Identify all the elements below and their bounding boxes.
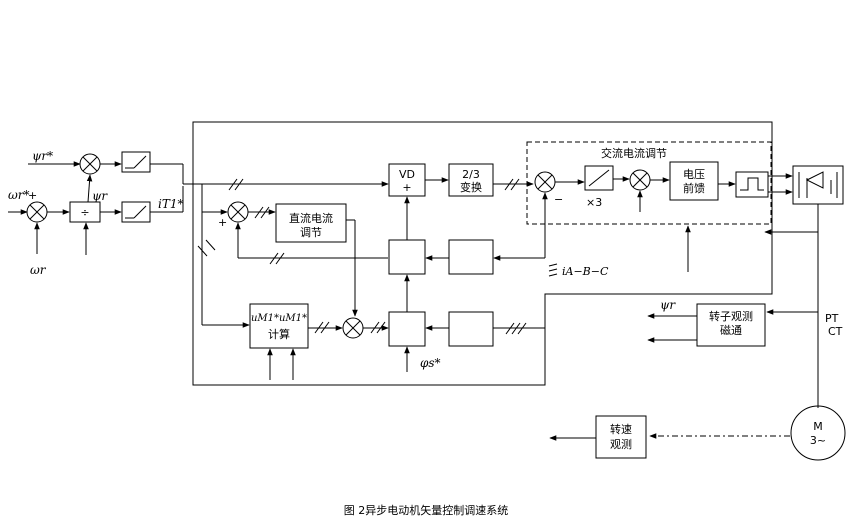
speed-obs-label-1: 转速	[610, 422, 632, 436]
ac-sum-junction-2	[629, 169, 651, 191]
vd-label-1: VD	[399, 168, 415, 181]
transform-23-block	[448, 163, 494, 197]
ac-current-region	[526, 141, 772, 225]
dc-plus-sign: +	[218, 216, 227, 229]
torque-current-ref-label: iT1*	[158, 197, 183, 211]
feedback-block-mid	[448, 239, 494, 275]
transform-label-1: 2/3	[462, 168, 480, 181]
psi-feedback-label: ψr	[92, 189, 108, 203]
ct-label: CT	[828, 325, 843, 338]
gain-label: ×3	[586, 196, 602, 209]
flux-angle-label: φs*	[420, 356, 441, 370]
feedback-block-low	[448, 311, 494, 347]
omega-feedback-label: ωr	[30, 263, 47, 277]
motor-label-1: M	[813, 420, 823, 433]
calc-block	[249, 303, 309, 349]
feedforward-label-1: 电压	[683, 168, 705, 181]
transform-label-2: 变换	[460, 180, 482, 194]
calc-label-1: uM1*uM1*	[251, 313, 307, 324]
psi-ref-label: ψr*	[32, 149, 53, 163]
motor	[790, 405, 846, 461]
rotor-obs-label-1: 转子观测	[709, 309, 753, 323]
rotor-flux-observer	[696, 303, 766, 347]
voltage-sum-junction	[342, 317, 364, 339]
pwm-block	[735, 171, 769, 198]
phase-current-label: iA−B−C	[562, 265, 609, 278]
pt-label: PT	[825, 312, 839, 325]
motor-label-2: 3~	[810, 434, 826, 447]
coord-block-mid	[388, 239, 426, 275]
ac-regulator-block	[584, 165, 614, 191]
dc-reg-label-1: 直流电流	[289, 211, 333, 225]
vd-label-2: +	[402, 181, 411, 194]
coord-block-low	[388, 311, 426, 347]
speed-observer	[595, 415, 647, 459]
rotor-obs-label-2: 磁通	[720, 324, 742, 337]
dc-reg-label-2: 调节	[300, 226, 322, 239]
omega-ref-label: ωr*	[8, 188, 30, 202]
flux-sum-junction	[79, 153, 101, 175]
ac-sum-junction-1	[534, 171, 556, 193]
feedforward-label-2: 前馈	[683, 181, 705, 195]
figure-caption: 图 2异步电动机矢量控制调速系统	[344, 503, 509, 517]
ac-section-title: 交流电流调节	[601, 146, 667, 160]
torque-limiter-block	[121, 201, 151, 223]
dc-current-regulator	[275, 203, 347, 243]
speed-sum-junction	[26, 201, 48, 223]
psi-out-label: ψr	[660, 298, 676, 312]
dc-current-sum-junction	[227, 201, 249, 223]
speed-obs-label-2: 观测	[610, 438, 632, 451]
calc-label-2: 计算	[268, 327, 290, 341]
omega-ref-sign: +	[28, 189, 37, 202]
divider-symbol: ÷	[80, 206, 89, 219]
ac-minus-sign: −	[554, 193, 563, 206]
voltage-feedforward-block	[669, 161, 719, 201]
flux-limiter-block	[121, 151, 151, 173]
